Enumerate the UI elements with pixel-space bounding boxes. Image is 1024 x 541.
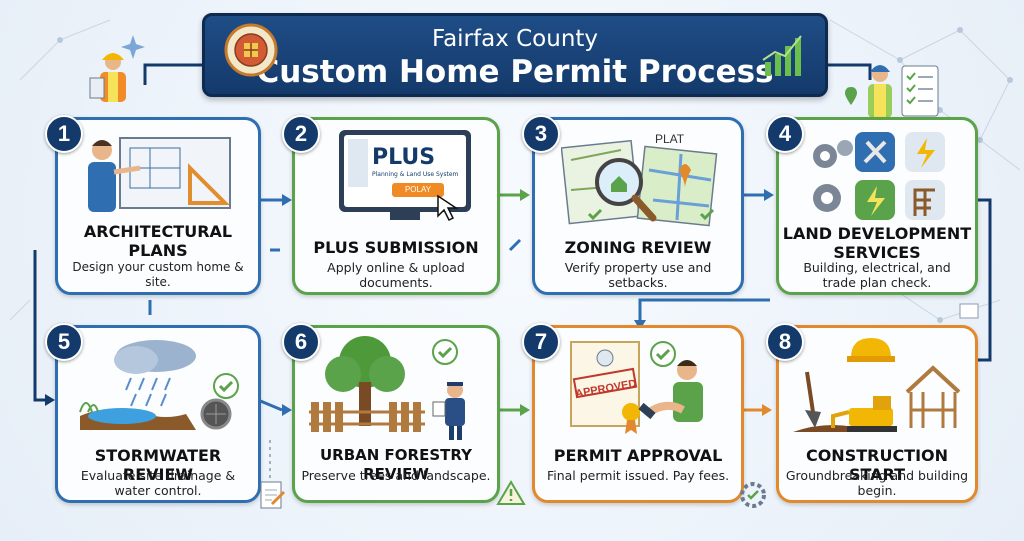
title-county: Fairfax County (205, 26, 825, 52)
page-title: Custom Home Permit Process (205, 54, 825, 90)
step-card-2: PLUS Planning & Land Use System POLAY PL… (292, 117, 500, 295)
step-1-desc: Design your custom home & site. (64, 260, 252, 290)
trades-icons (805, 128, 955, 228)
sparkle-icon (120, 34, 146, 60)
title-banner: Fairfax County Custom Home Permit Proces… (202, 13, 828, 97)
location-pin-icon (844, 86, 858, 106)
step-card-3: PLAT ZONING REVIEW Verify property use a… (532, 117, 744, 295)
cursor-icon (435, 194, 461, 222)
step-6-desc: Preserve trees and landscape. (301, 468, 491, 483)
step-card-8: CONSTRUCTION START Groundbreaking and bu… (776, 325, 978, 503)
step-number-3: 3 (522, 115, 560, 153)
step-5-desc: Evaluate site drainage & water control. (64, 468, 252, 498)
construction-site-icon (793, 332, 967, 442)
tree-and-inspector-icon (305, 332, 491, 442)
step-7-title: PERMIT APPROVAL (535, 446, 741, 465)
growth-chart-icon (761, 30, 807, 80)
plus-subtitle: Planning & Land Use System (372, 171, 458, 178)
step-1-title: ARCHITECTURAL PLANS (58, 222, 258, 260)
plus-brand: PLUS (372, 145, 435, 170)
map-marker-small-icon (958, 302, 980, 320)
county-seal-icon (224, 23, 278, 77)
step-4-desc: Building, electrical, and trade plan che… (785, 260, 969, 290)
step-card-1: ARCHITECTURAL PLANS Design your custom h… (55, 117, 261, 295)
step-number-4: 4 (766, 115, 804, 153)
step-card-5: STORMWATER REVIEW Evaluate site drainage… (55, 325, 261, 503)
step-number-2: 2 (282, 115, 320, 153)
architect-drafting-icon (80, 128, 240, 220)
step-number-1: 1 (45, 115, 83, 153)
step-3-title: ZONING REVIEW (535, 238, 741, 257)
plat-label: PLAT (655, 132, 684, 146)
step-card-4: LAND DEVELOPMENT SERVICES Building, elec… (776, 117, 978, 295)
step-number-8: 8 (766, 323, 804, 361)
step-card-7: APPROVED PERMIT APPROVAL Final permit is… (532, 325, 744, 503)
stormwater-rain-icon (76, 334, 246, 438)
step-card-6: URBAN FORESTRY REVIEW Preserve trees and… (292, 325, 500, 503)
step-7-desc: Final permit issued. Pay fees. (541, 468, 735, 483)
step-number-6: 6 (282, 323, 320, 361)
step-4-title: LAND DEVELOPMENT SERVICES (779, 224, 975, 262)
step-number-5: 5 (45, 323, 83, 361)
warning-icon (496, 480, 526, 506)
step-2-title: PLUS SUBMISSION (295, 238, 497, 257)
inspector-checklist-icon (858, 60, 948, 120)
step-number-7: 7 (522, 323, 560, 361)
step-3-desc: Verify property use and setbacks. (541, 260, 735, 290)
step-2-desc: Apply online & upload documents. (301, 260, 491, 290)
gear-check-icon (738, 480, 768, 510)
document-signature-icon (258, 480, 286, 512)
step-8-desc: Groundbreaking and building begin. (785, 468, 969, 498)
zoning-map-magnifier-icon (561, 130, 719, 230)
